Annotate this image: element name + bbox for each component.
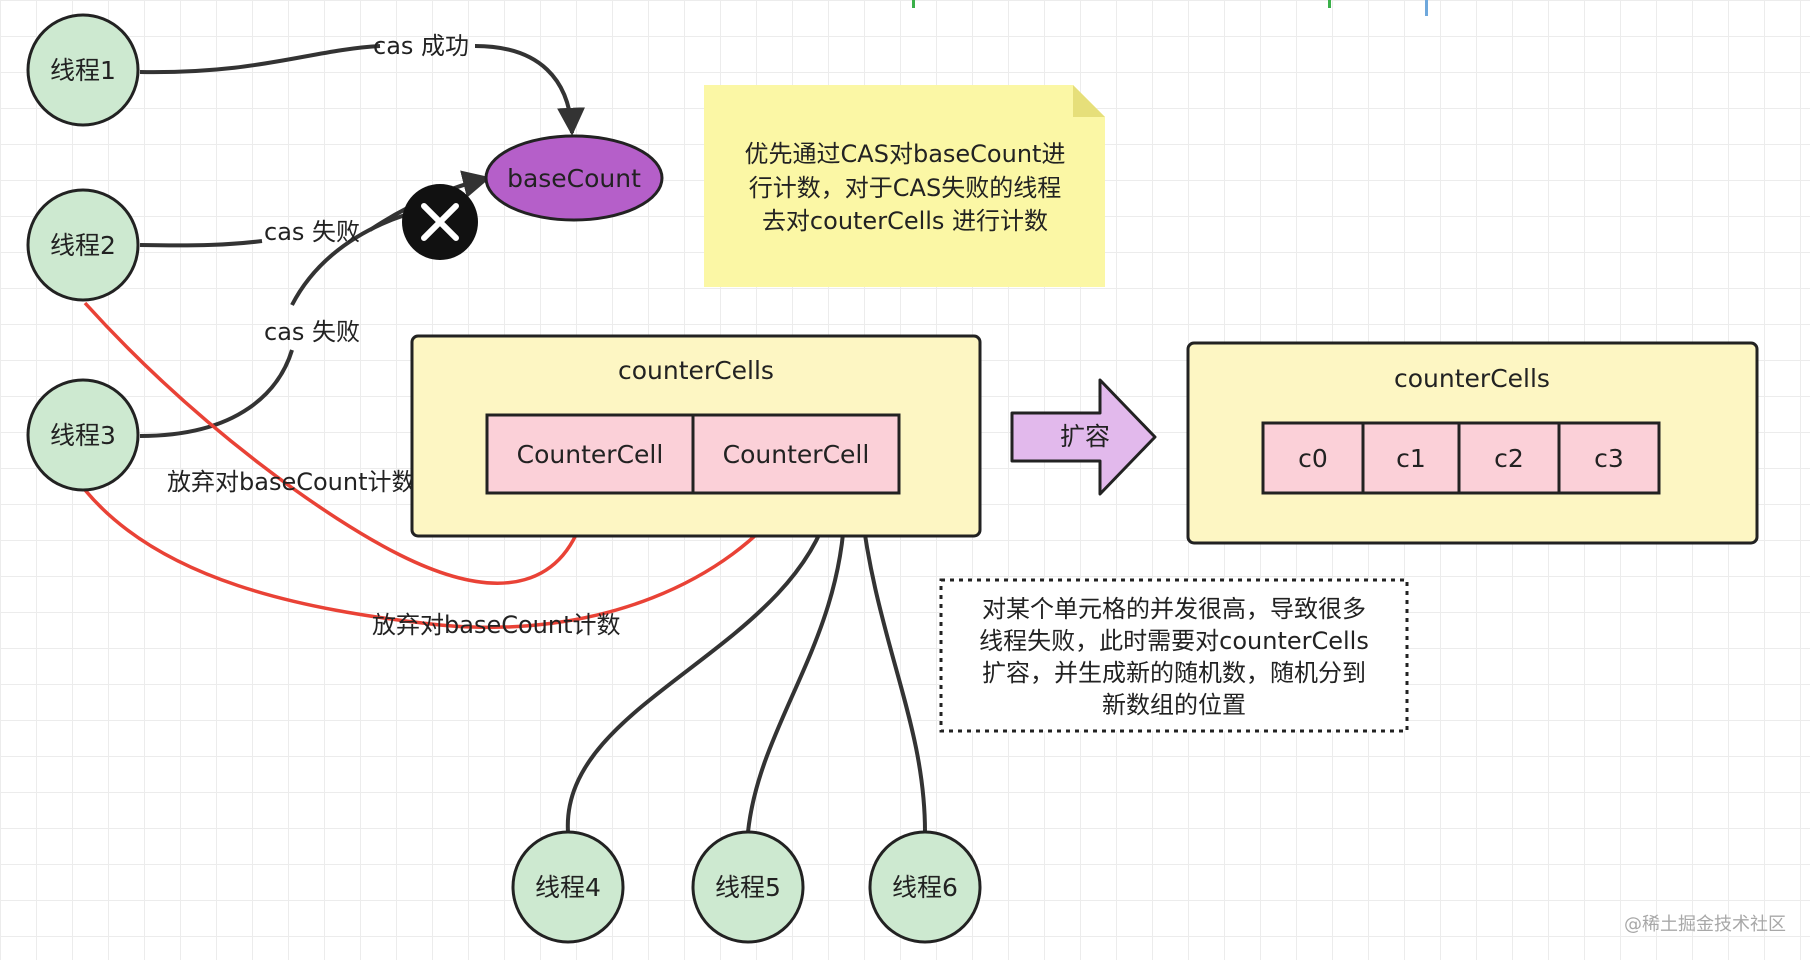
label-cas-fail-2: cas 失败 bbox=[264, 318, 360, 346]
edge-t3-line bbox=[139, 349, 294, 438]
counter-cell-right-3 bbox=[1557, 421, 1661, 495]
edge-t5-to-cell bbox=[746, 494, 859, 833]
label-cas-fail-1: cas 失败 bbox=[264, 218, 360, 246]
thread-node-1 bbox=[26, 13, 140, 127]
thread-node-5 bbox=[691, 830, 805, 944]
counter-cell-left-0-label: CounterCell bbox=[517, 440, 664, 469]
edge-t2-line bbox=[139, 239, 263, 248]
counter-cell-left-1 bbox=[691, 413, 901, 495]
label-abandon-1: 放弃对baseCount计数 bbox=[167, 468, 415, 496]
expand-arrow bbox=[1010, 378, 1157, 496]
thread-label-1: 线程1 bbox=[50, 56, 116, 85]
counter-cell-right-2-label: c2 bbox=[1494, 444, 1524, 473]
note-dashed-line-3: 扩容，并生成新的随机数，随机分到 bbox=[982, 659, 1366, 687]
base-count-node bbox=[484, 134, 664, 222]
note-yellow-line-3: 去对couterCells 进行计数 bbox=[762, 207, 1048, 235]
note-yellow-line-1: 优先通过CAS对baseCount进 bbox=[745, 140, 1066, 168]
close-icon bbox=[402, 184, 478, 260]
counter-cell-right-3-label: c3 bbox=[1594, 444, 1624, 473]
counter-cells-right-title: counterCells bbox=[1394, 364, 1550, 393]
thread-node-4 bbox=[511, 830, 625, 944]
counter-cell-right-0-label: c0 bbox=[1298, 444, 1328, 473]
thread-label-6: 线程6 bbox=[892, 873, 958, 902]
counter-cell-right-2 bbox=[1457, 421, 1561, 495]
edge-t3-to-x bbox=[290, 213, 406, 306]
edge-abandon-t2 bbox=[83, 301, 596, 585]
edge-cas-success bbox=[474, 44, 586, 136]
edge-fragment-blue bbox=[1425, 0, 1428, 16]
edge-t4-to-cell bbox=[565, 494, 841, 833]
note-yellow-line-2: 行计数，对于CAS失败的线程 bbox=[749, 174, 1061, 202]
watermark: @稀土掘金技术社区 bbox=[1624, 914, 1786, 935]
base-count-label: baseCount bbox=[507, 164, 641, 193]
edge-t6-to-cell bbox=[848, 494, 927, 833]
note-dashed-line-2: 线程失败，此时需要对counterCells bbox=[979, 627, 1369, 655]
edge-abandon-t3 bbox=[83, 488, 792, 630]
expand-arrow-label: 扩容 bbox=[1060, 422, 1110, 451]
note-dashed-line-4: 新数组的位置 bbox=[1102, 691, 1246, 719]
thread-label-3: 线程3 bbox=[50, 421, 116, 450]
thread-label-2: 线程2 bbox=[50, 231, 116, 260]
counter-cell-left-1-label: CounterCell bbox=[723, 440, 870, 469]
thread-node-3 bbox=[26, 378, 140, 492]
thread-node-6 bbox=[868, 830, 982, 944]
counter-cells-left-title: counterCells bbox=[618, 356, 774, 385]
thread-node-2 bbox=[26, 188, 140, 302]
label-abandon-2: 放弃对baseCount计数 bbox=[372, 611, 620, 639]
note-fold bbox=[1073, 85, 1105, 117]
counter-cell-right-1-label: c1 bbox=[1396, 444, 1426, 473]
note-dashed-line-1: 对某个单元格的并发很高，导致很多 bbox=[982, 595, 1366, 623]
note-yellow-box bbox=[704, 85, 1105, 287]
thread-label-5: 线程5 bbox=[715, 873, 781, 902]
label-cas-success: cas 成功 bbox=[373, 32, 469, 60]
edge-fragment-green bbox=[1328, 0, 1331, 8]
edge-t1-line bbox=[139, 44, 381, 75]
thread-label-4: 线程4 bbox=[535, 873, 601, 902]
edge-fragment-green bbox=[912, 0, 915, 8]
note-dashed-box bbox=[939, 578, 1409, 733]
